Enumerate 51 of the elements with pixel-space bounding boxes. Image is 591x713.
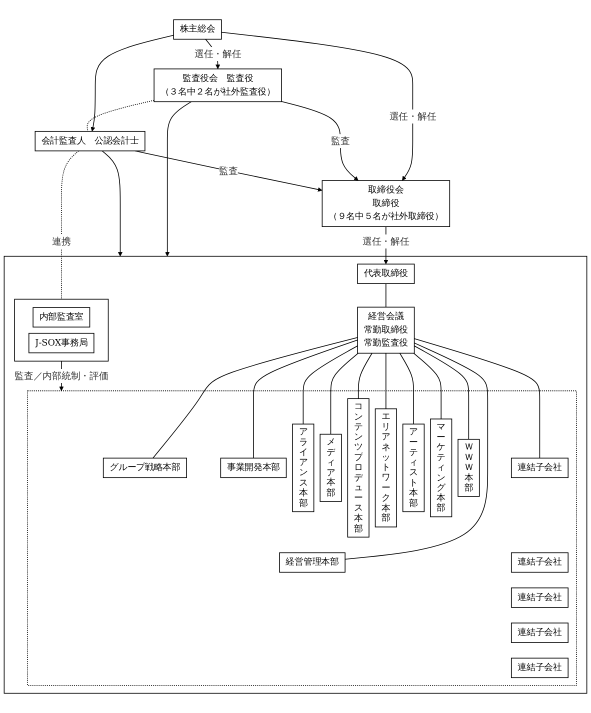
node-box: 会計監査人 公認会計士 [34,130,146,152]
connector [330,352,359,435]
node-box: ＷＷＷ本部 [458,438,480,497]
arrow [221,32,414,181]
edge-label: 監査 [219,165,238,176]
connector [358,352,372,400]
node-box: 連結子会社 [510,658,568,678]
node-box: J-SOX事務局 [28,332,94,354]
connector [414,346,470,440]
node-box: 事業開発本部 [220,458,287,478]
node-box: 内部監査室 [32,307,90,328]
cluster [4,256,588,694]
connector [344,342,488,560]
connector [413,352,442,420]
edge-label: 選任・解任 [362,236,410,247]
connector [86,100,154,132]
edge-label: 監査 [331,136,350,147]
node-box: マーケティング本部 [430,418,452,518]
cluster [14,298,109,362]
node-box: 連結子会社 [510,458,568,478]
node-box: アーティスト本部 [402,424,425,512]
cluster [27,390,577,686]
node-box: 経営管理本部 [279,552,346,573]
node-box: 代表取締役 [357,264,415,284]
arrow [281,101,358,181]
node-box: 連結子会社 [510,588,568,608]
node-box: 監査役会 監査役 （３名中２名が社外監査役） [154,68,282,102]
node-box: メディア本部 [320,434,342,502]
arrow [165,101,192,256]
connector [253,340,358,459]
edge-label: 選任・解任 [194,48,242,60]
node-box: アライアンス本部 [292,424,314,512]
connector [399,352,414,424]
node-box: 連結子会社 [510,622,568,643]
connector [414,338,540,459]
edge-label: 連携 [52,236,71,247]
node-box: エリアネットワーク本部 [374,408,397,528]
connector [152,337,358,459]
node-box: グループ戦略本部 [102,458,187,478]
arrow [90,34,174,132]
edge-label: 選任・解任 [389,111,436,122]
node-box: 経営会議 常勤取締役 常勤監査役 [357,306,415,354]
arrow [134,150,322,192]
edge-label: 監査／内部統制・評価 [14,370,108,382]
connector [302,346,358,424]
node-box: 株主総会 [173,19,222,40]
connector [61,150,80,300]
arrow [102,150,123,256]
node-box: コンテンツプロデュース本部 [347,398,370,538]
node-box: 連結子会社 [510,552,568,573]
node-box: 取締役会 取締役 （９名中５名が社外取締役） [322,180,450,227]
